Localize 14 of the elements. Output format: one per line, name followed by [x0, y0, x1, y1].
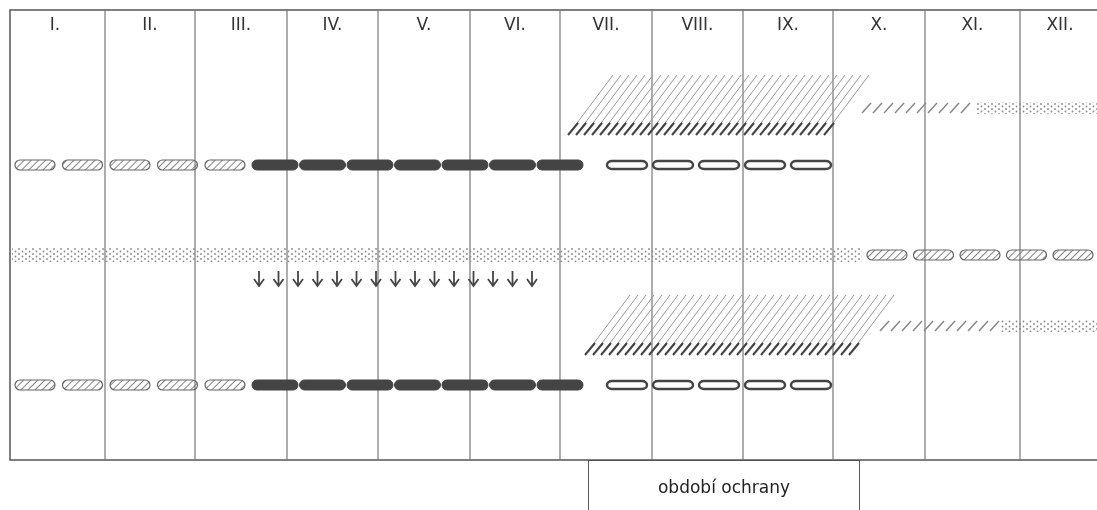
month-label: V. [415, 14, 433, 34]
month-label: III. [229, 14, 253, 34]
month-label: VI. [502, 14, 527, 34]
month-label: X. [869, 14, 889, 34]
month-label: VII. [591, 14, 621, 34]
period-label: období ochrany [657, 476, 791, 497]
month-label: IX. [775, 14, 801, 34]
month-label: XII. [1045, 14, 1075, 34]
month-label: XI. [960, 14, 985, 34]
month-label: IV. [321, 14, 344, 34]
month-label: I. [48, 14, 62, 34]
period-box [588, 460, 860, 510]
month-label: II. [141, 14, 159, 34]
month-label: VIII. [680, 14, 715, 34]
